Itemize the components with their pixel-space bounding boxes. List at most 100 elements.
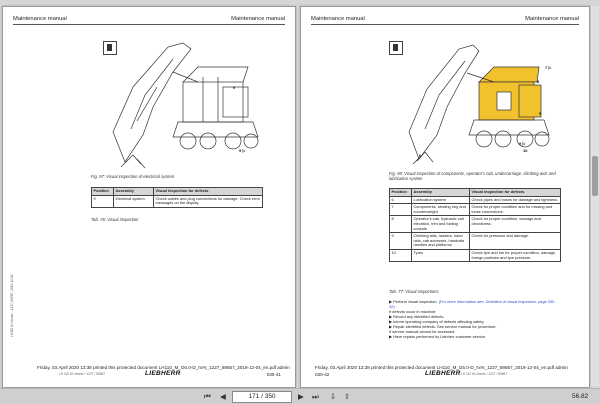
last-page-icon[interactable]: ⏭ xyxy=(312,392,319,401)
callout-10: 10 xyxy=(523,148,528,153)
bullet-marker: ▶ xyxy=(389,334,392,339)
callout-7: 7 ▷ xyxy=(545,65,552,70)
manual-icon xyxy=(389,41,403,55)
table-cell: Check cables and plug connections for da… xyxy=(153,194,263,208)
table-cell: Check pipes and hoses for damage and tig… xyxy=(469,195,561,205)
list-item-text: Record any identified defects. xyxy=(393,314,445,319)
list-item: ▶ Repair identified defects. See service… xyxy=(389,324,561,329)
table-cell: 7 xyxy=(389,203,412,217)
table-header: Assembly xyxy=(113,187,154,196)
pdf-page-left: Maintenance manual Maintenance manual 9 … xyxy=(2,6,296,388)
inspection-table: Position Assembly Visual inspection for … xyxy=(91,187,263,208)
header-right: Maintenance manual xyxy=(525,16,579,22)
footer-model: LH 110 M Litronic / 1227 / 89567 xyxy=(461,372,508,376)
page-number-input[interactable]: 171 / 350 xyxy=(232,391,292,403)
table-row: 7 Components, slewing ring and counterwe… xyxy=(389,203,561,217)
page-navigation-bar xyxy=(0,388,600,404)
vertical-scrollbar[interactable] xyxy=(591,6,599,386)
table-row: 6 Lubrication system Check pipes and hos… xyxy=(389,195,561,205)
table-cell: Check for proper condition, damage and c… xyxy=(469,215,561,234)
callout-8: 8 xyxy=(537,79,540,84)
callout-9-top: 9 xyxy=(233,85,236,90)
list-item: ▶ Record any identified defects. xyxy=(389,314,561,319)
next-page-icon[interactable]: ▶ xyxy=(298,392,304,401)
zoom-level[interactable]: 56.82 xyxy=(572,393,589,400)
footer-print-info: Friday, 03.April 2020 13:38 printed this… xyxy=(37,365,290,370)
table-cell: Components, slewing ring and counterweig… xyxy=(411,203,470,217)
pdf-page-right: Maintenance manual Maintenance manual 7 … xyxy=(300,6,590,388)
bullet-marker: ▶ xyxy=(389,324,392,329)
table-header: Position xyxy=(389,188,412,197)
list-item-text: If defects occur in machine: xyxy=(389,309,437,314)
table-cell: 8 xyxy=(389,215,412,234)
table-row: 9 Climbing aids, ladders, hand rails, ca… xyxy=(389,232,561,250)
header-divider xyxy=(311,24,579,25)
table-cell: 10 xyxy=(389,248,412,263)
list-item-text: Inform operating company of defects affe… xyxy=(393,319,485,324)
table-cell: Climbing aids, ladders, hand rails, cab … xyxy=(411,232,470,250)
header-right: Maintenance manual xyxy=(231,16,285,22)
callout-9: 9 ▷ xyxy=(519,141,526,146)
table-cell: Tyres xyxy=(411,248,470,263)
list-item: ▶ Have repairs performed by Liebherr cus… xyxy=(389,334,561,339)
manual-icon xyxy=(103,41,117,55)
table-header-row: Position Assembly Visual inspection for … xyxy=(91,187,263,196)
bullet-marker: ▶ xyxy=(389,319,392,324)
footer-print-info: Friday, 03.April 2020 13:38 printed this… xyxy=(315,365,568,370)
table-header: Assembly xyxy=(411,188,470,197)
table-row: 10 Tyres Check tyre and rim for proper c… xyxy=(389,248,561,263)
first-page-icon[interactable]: ⏮ xyxy=(204,392,211,401)
page-number: 030-41 xyxy=(266,372,281,377)
machine-illustration-highlighted xyxy=(408,44,550,165)
liebherr-logo: LIEBHERR xyxy=(145,370,181,377)
table-cell: Check for proper condition and for missi… xyxy=(469,203,561,217)
list-item: ▶ Inform operating company of defects af… xyxy=(389,319,561,324)
callout-5: 5 xyxy=(539,111,542,116)
list-item: If service manual cannot be accessed: xyxy=(389,329,561,334)
table-cell: Check for presence and damage. xyxy=(469,232,561,250)
machine-illustration xyxy=(112,42,259,169)
table-cell: Lubrication system xyxy=(411,195,470,205)
header-divider xyxy=(13,24,285,25)
cross-reference-link[interactable]: (For more information see: Definition of… xyxy=(389,299,556,309)
table-cell: 9 xyxy=(389,232,412,250)
list-item: If defects occur in machine: xyxy=(389,309,561,314)
table-row: 8 Operator's cab, hydraulic cab elevatio… xyxy=(389,215,561,234)
list-item: ▶ Perform visual inspection. (For more i… xyxy=(389,299,561,309)
list-item-text: Have repairs performed by Liebherr custo… xyxy=(393,334,487,339)
scrollbar-thumb[interactable] xyxy=(592,156,598,196)
table-cell: Operator's cab, hydraulic cab elevation,… xyxy=(411,215,470,234)
scroll-down-icon[interactable]: ⇩ xyxy=(330,392,337,401)
table-header: Position xyxy=(91,187,114,196)
callout-9-bottom: 9 ▷ xyxy=(239,148,246,153)
table-caption: Tab. 77: Visual inspections xyxy=(389,289,439,294)
footer-model: LH 110 M Litronic / 1227 / 89567 xyxy=(59,372,106,376)
table-cell: Electrical system xyxy=(113,194,154,208)
list-item-text: If service manual cannot be accessed: xyxy=(389,329,456,334)
side-margin-text: LH110 M Litronic - 1227_89567_2019-12-04 xyxy=(10,274,14,338)
table-caption: Tab. 76: Visual inspection xyxy=(91,217,139,222)
inspection-table: Position Assembly Visual inspection for … xyxy=(389,188,561,263)
table-cell: 9 xyxy=(91,194,114,208)
bullet-marker: ▶ xyxy=(389,299,392,304)
table-header: Visual inspection for defects xyxy=(153,187,263,196)
liebherr-logo: LIEBHERR xyxy=(425,370,461,377)
prev-page-icon[interactable]: ◀ xyxy=(220,392,226,401)
list-item-text: Perform visual inspection. xyxy=(393,299,438,304)
list-item-text: Repair identified defects. See service m… xyxy=(393,324,497,329)
table-header: Visual inspection for defects xyxy=(469,188,561,197)
table-header-row: Position Assembly Visual inspection for … xyxy=(389,188,561,197)
figure-caption: Fig. 98: Visual inspection of components… xyxy=(389,171,556,181)
instruction-list: ▶ Perform visual inspection. (For more i… xyxy=(389,299,561,339)
table-cell: 6 xyxy=(389,195,412,205)
scroll-up-icon[interactable]: ⇧ xyxy=(344,392,351,401)
header-left: Maintenance manual xyxy=(13,16,67,22)
page-number: 030-42 xyxy=(315,372,330,377)
bullet-marker: ▶ xyxy=(389,314,392,319)
table-cell: Check tyre and rim for proper condition,… xyxy=(469,248,561,263)
figure-caption: Fig. 97: Visual inspection of electrical… xyxy=(91,174,175,179)
callout-6: 6 xyxy=(419,153,422,158)
table-row: 9 Electrical system Check cables and plu… xyxy=(91,194,263,208)
header-left: Maintenance manual xyxy=(311,16,365,22)
